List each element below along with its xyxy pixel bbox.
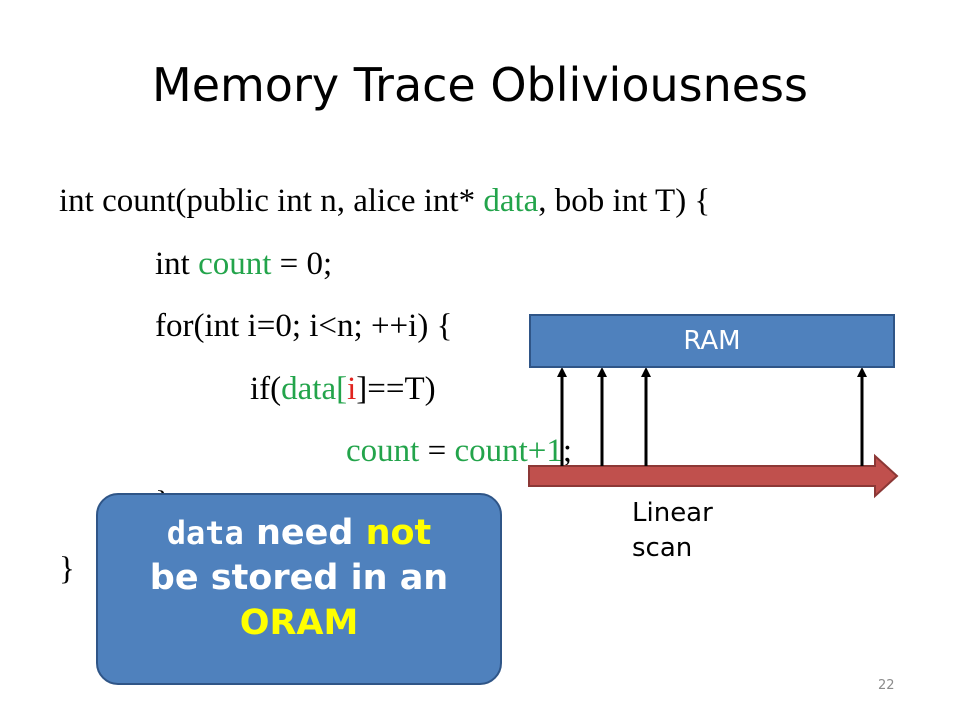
- ram-box: RAM: [529, 314, 895, 368]
- code-text: int: [155, 246, 199, 282]
- code-text: =: [419, 433, 455, 469]
- slide-title: Memory Trace Obliviousness: [152, 58, 808, 112]
- code-text: ]==T): [356, 371, 436, 407]
- code-line-7: }: [59, 551, 75, 587]
- code-var-i: i: [347, 371, 357, 407]
- code-text: if(: [250, 371, 282, 407]
- page-number: 22: [878, 678, 895, 693]
- code-line-1: int count(public int n, alice int* data,…: [59, 185, 710, 218]
- callout-line-1: data need not: [98, 511, 500, 556]
- code-text: ;: [562, 433, 573, 469]
- code-var-count-plus-one: count+1: [454, 433, 563, 469]
- callout-text: need: [243, 513, 366, 553]
- code-var-data: data: [281, 371, 337, 407]
- code-var-data: data: [483, 183, 539, 219]
- code-line-3: for(int i=0; i<n; ++i) {: [155, 308, 453, 344]
- callout-line-2: be stored in an: [149, 557, 449, 598]
- code-line-4: if(data[i]==T): [250, 373, 436, 406]
- ram-label: RAM: [683, 326, 741, 356]
- code-line-2: int count = 0;: [155, 248, 332, 281]
- code-var-count: count: [198, 246, 272, 282]
- callout-box: data need not be stored in an ORAM: [96, 493, 502, 685]
- linear-scan-arrow: [528, 453, 899, 499]
- code-bracket: [: [336, 371, 348, 407]
- callout-word-data: data: [166, 514, 244, 552]
- callout-word-not: not: [365, 513, 432, 553]
- linear-scan-label: Linear scan: [632, 498, 713, 564]
- callout-word-oram: ORAM: [239, 602, 359, 643]
- code-text: , bob int T) {: [538, 183, 711, 219]
- code-var-count: count: [346, 433, 420, 469]
- code-text: int count(public int n, alice int*: [59, 183, 484, 219]
- code-line-5: count = count+1;: [346, 435, 572, 468]
- code-text: = 0;: [271, 246, 333, 282]
